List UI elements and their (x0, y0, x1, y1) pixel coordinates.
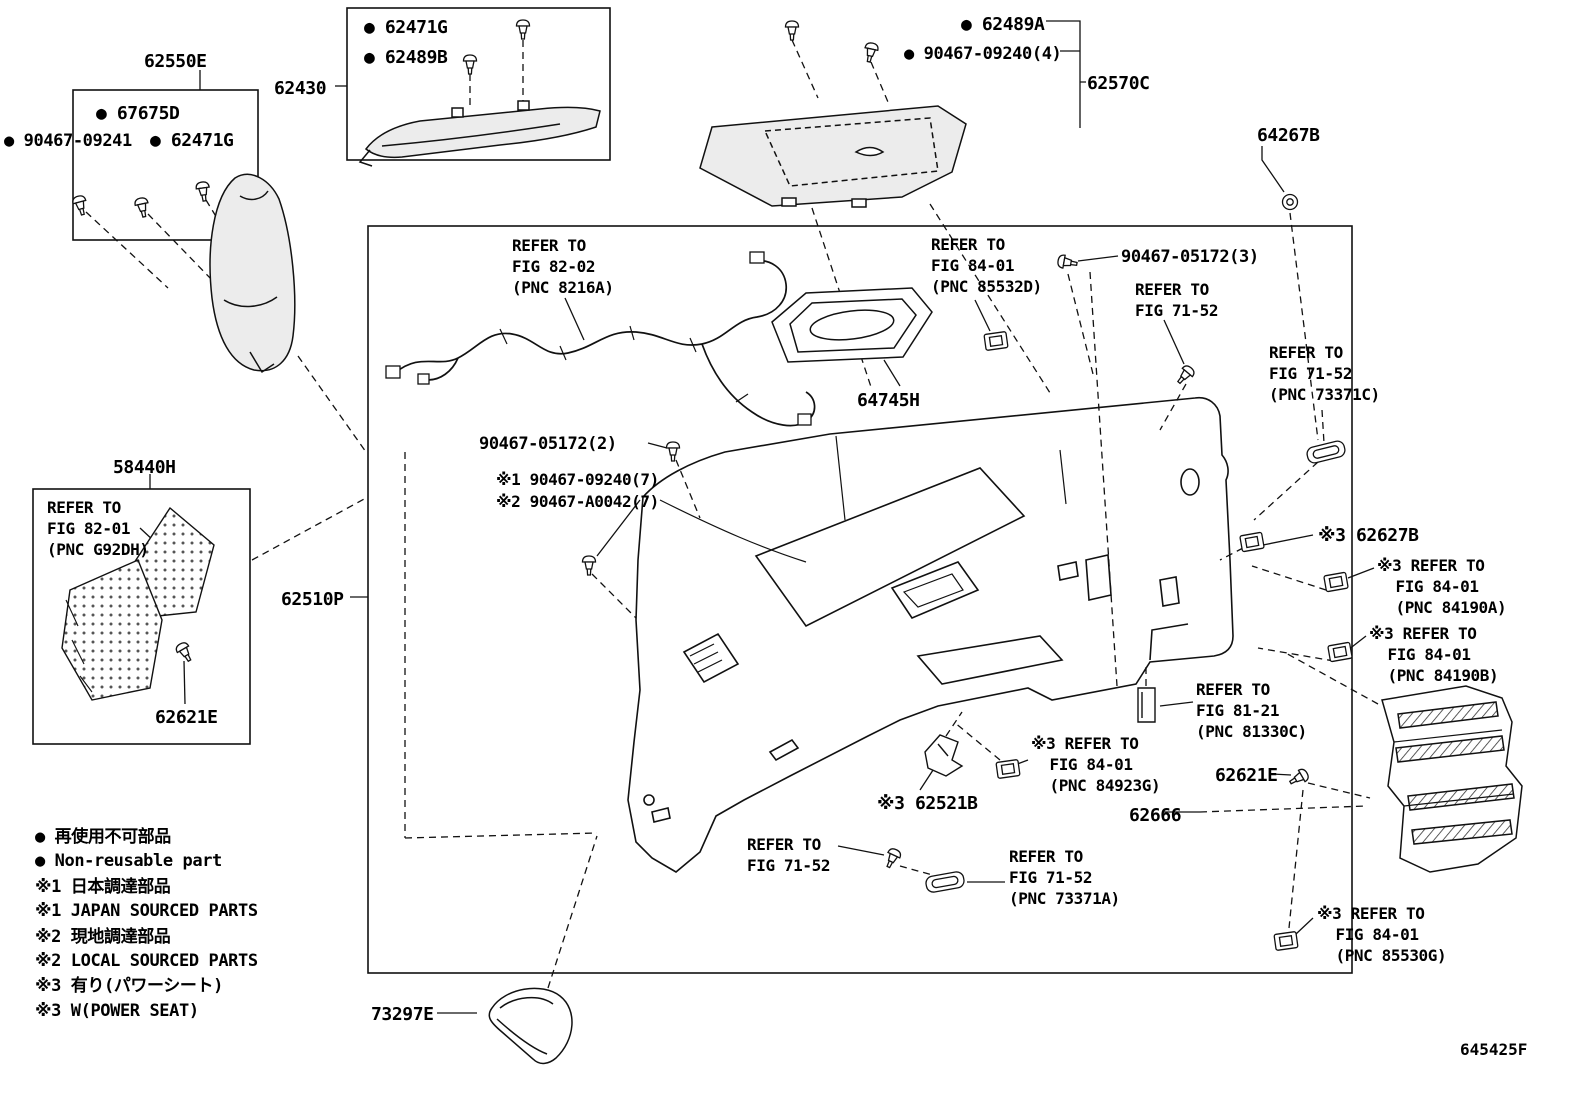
tray-64745H-drawing (771, 287, 933, 363)
legend-power-seat-jp: ※3 有り(パワーシート) (35, 976, 223, 996)
callout-refer-8216A[interactable]: REFER TO FIG 82-02 (PNC 8216A) (512, 236, 614, 297)
callout-refer-G92DH[interactable]: REFER TO FIG 82-01 (PNC G92DH) (47, 498, 149, 559)
quarter-upper-trim-62570C-drawing (699, 105, 967, 208)
side-panel-62666-drawing (1381, 685, 1523, 873)
callout-refer-7152-bottom[interactable]: REFER TO FIG 71-52 (747, 835, 831, 875)
quarter-trim-panel-62510P-drawing (627, 396, 1234, 873)
callout-refer-84190B[interactable]: ※3 REFER TO FIG 84-01 (PNC 84190B) (1369, 624, 1499, 685)
callout-refer-85532D[interactable]: REFER TO FIG 84-01 (PNC 85532D) (931, 235, 1042, 296)
reference-boxes (32, 7, 1353, 974)
callout-62621E-right[interactable]: 62621E (1215, 765, 1278, 786)
callout-90467-05172-3[interactable]: 90467-05172(3) (1121, 247, 1259, 267)
callout-64745H[interactable]: 64745H (857, 390, 920, 411)
callout-62666[interactable]: 62666 (1129, 805, 1182, 826)
callout-62489A[interactable]: ● 62489A (961, 14, 1045, 35)
callout-62550E[interactable]: 62550E (144, 51, 207, 72)
callout-62621E-left[interactable]: 62621E (155, 707, 218, 728)
callout-refer-73371A[interactable]: REFER TO FIG 71-52 (PNC 73371A) (1009, 847, 1120, 908)
callout-90467-05172-2[interactable]: 90467-05172(2) (479, 434, 617, 454)
label-leader-lines (139, 20, 1375, 1014)
legend-local-sourced-jp: ※2 現地調達部品 (35, 927, 171, 947)
projection-lines (85, 39, 1379, 989)
legend-japan-sourced-en: ※1 JAPAN SOURCED PARTS (35, 901, 258, 921)
callout-73297E[interactable]: 73297E (371, 1004, 434, 1025)
callout-62489B[interactable]: ● 62489B (364, 47, 448, 68)
cover-73297E-drawing (488, 987, 573, 1065)
callout-90467-09241[interactable]: ● 90467-09241 (4, 131, 132, 151)
callout-refer-7152-top[interactable]: REFER TO FIG 71-52 (1135, 280, 1219, 320)
legend-non-reusable-en: ● Non-reusable part (35, 851, 222, 871)
callout-58440H[interactable]: 58440H (113, 457, 176, 478)
legend-local-sourced-en: ※2 LOCAL SOURCED PARTS (35, 951, 258, 971)
callout-refer-85530G[interactable]: ※3 REFER TO FIG 84-01 (PNC 85530G) (1317, 904, 1447, 965)
legend-power-seat-en: ※3 W(POWER SEAT) (35, 1001, 199, 1021)
callout-62510P[interactable]: 62510P (281, 589, 344, 610)
callout-refer-73371C[interactable]: REFER TO FIG 71-52 (PNC 73371C) (1269, 343, 1380, 404)
callout-refer-84190A[interactable]: ※3 REFER TO FIG 84-01 (PNC 84190A) (1377, 556, 1507, 617)
callout-62521B[interactable]: ※3 62521B (877, 793, 978, 814)
bracket-81330C-drawing (1137, 687, 1156, 723)
pillar-trim-62550E-drawing (209, 173, 296, 374)
figure-code: 645425F (1460, 1040, 1528, 1059)
callout-67675D[interactable]: ● 67675D (96, 103, 180, 124)
callout-62430[interactable]: 62430 (274, 78, 327, 99)
legend-non-reusable-jp: ● 再使用不可部品 (35, 827, 171, 847)
callout-90467-09240-4[interactable]: ● 90467-09240(4) (904, 44, 1062, 64)
wire-harness-drawing (385, 251, 816, 427)
callout-62471G-top[interactable]: ● 62471G (364, 17, 448, 38)
callout-62627B[interactable]: ※3 62627B (1318, 525, 1419, 546)
speaker-grille-58440H-drawing (61, 506, 215, 701)
legend-japan-sourced-jp: ※1 日本調達部品 (35, 877, 171, 897)
callout-90467-A0042-7[interactable]: ※2 90467-A0042(7) (496, 492, 659, 511)
callout-refer-81330C[interactable]: REFER TO FIG 81-21 (PNC 81330C) (1196, 680, 1307, 741)
callout-refer-84923G[interactable]: ※3 REFER TO FIG 84-01 (PNC 84923G) (1031, 734, 1161, 795)
callout-62471G-left[interactable]: ● 62471G (150, 130, 234, 151)
callout-90467-09240-7[interactable]: ※1 90467-09240(7) (496, 470, 659, 489)
callout-62570C[interactable]: 62570C (1087, 73, 1150, 94)
bracket-62521B-drawing (924, 734, 964, 777)
roof-side-trim-62430-drawing (358, 100, 601, 167)
callout-64267B[interactable]: 64267B (1257, 125, 1320, 146)
